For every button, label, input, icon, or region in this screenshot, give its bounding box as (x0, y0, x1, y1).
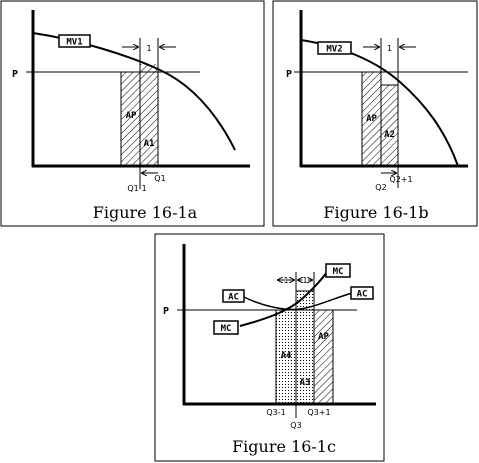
figure-caption: Figure 16-1c (232, 437, 336, 456)
ac-label-left: AC (228, 293, 239, 303)
curve-label: MV1 (66, 38, 82, 48)
tick-right-label: Q3+1 (307, 408, 330, 417)
price-label: P (12, 69, 18, 80)
area-a1 (139, 71, 159, 167)
delta-label: 1 (146, 44, 151, 53)
area-ap (313, 309, 334, 404)
mc-label-top-box (325, 263, 351, 278)
area-a1-cap (140, 64, 158, 72)
price-label: P (163, 306, 169, 317)
delta-right-label: 1 (302, 276, 307, 285)
tick-left-label: Q3-1 (266, 408, 285, 417)
tick-right-label: Q2+1 (389, 175, 412, 184)
figure-16-1b: MV2 P 1 AP A2 Q2 Q2+1 Figure 16-1b (272, 0, 478, 227)
tick-right-label: Q1 (154, 174, 165, 183)
area-ap-label: AP (318, 332, 329, 342)
ac-label-left-box (222, 289, 245, 303)
ac-label-right: AC (357, 290, 368, 300)
price-label: P (286, 69, 292, 80)
frame (272, 0, 478, 227)
tick-left-label: Q1-1 (127, 184, 146, 193)
area-a2 (380, 84, 399, 167)
area-a2-label: A2 (384, 130, 395, 140)
tick-mid-label: Q3 (290, 421, 301, 430)
area-a1-label: A1 (144, 139, 155, 149)
delta-label: 1 (387, 44, 392, 53)
figure-caption: Figure 16-1a (93, 203, 198, 222)
curve-label-box (317, 41, 352, 55)
mc-label-bottom: MC (221, 324, 232, 334)
area-a3-label: A3 (300, 378, 311, 388)
area-ap-label: AP (126, 111, 137, 121)
curve-label: MV2 (326, 45, 342, 55)
ac-curve (243, 292, 353, 311)
frame (0, 0, 265, 227)
area-a4-label: A4 (281, 351, 292, 361)
figure-16-1c: AC AC MC MC P 1 1 A4 A3 AP Q3-1 Q3 Q3+1 … (154, 233, 385, 462)
figure-caption: Figure 16-1b (323, 203, 428, 222)
figure-16-1a: MV1 P 1 AP A1 Q1-1 Q1 Figure 16-1a (0, 0, 265, 227)
tick-left-label: Q2 (375, 183, 386, 192)
ac-label-right-box (350, 286, 374, 300)
mc-label-bottom-box (213, 320, 239, 335)
frame (154, 233, 385, 462)
area-ap-label: AP (366, 114, 377, 124)
mc-curve (239, 267, 331, 327)
mc-label-top: MC (333, 267, 344, 277)
delta-left-label: 1 (283, 276, 288, 285)
curve-label-box (58, 34, 91, 48)
